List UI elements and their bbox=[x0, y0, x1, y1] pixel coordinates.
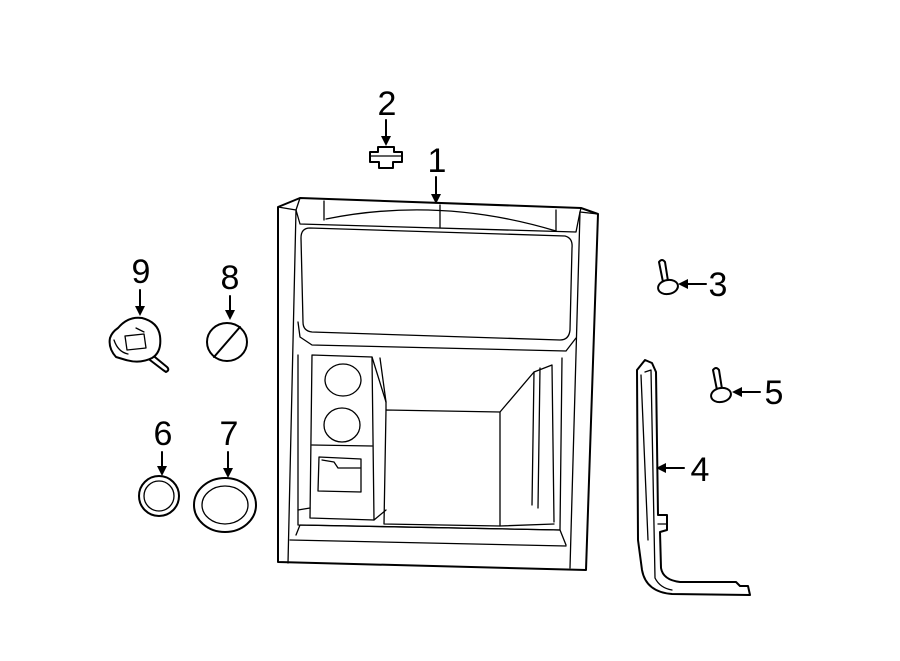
callout-6: 6 bbox=[154, 415, 173, 453]
console-panel-part bbox=[277, 176, 599, 571]
plug-part-6 bbox=[138, 451, 180, 517]
callout-2: 2 bbox=[378, 85, 397, 123]
screw-part-3 bbox=[657, 259, 707, 296]
callout-5: 5 bbox=[765, 374, 784, 412]
callout-3: 3 bbox=[709, 266, 728, 304]
callout-9: 9 bbox=[132, 253, 151, 291]
callout-1: 1 bbox=[428, 142, 447, 180]
clip-part bbox=[369, 119, 403, 169]
plug-part-7 bbox=[193, 451, 257, 533]
bracket-part bbox=[636, 359, 751, 596]
plug-part-8 bbox=[206, 295, 248, 362]
callout-7: 7 bbox=[220, 415, 239, 453]
harness-clip-part bbox=[108, 289, 170, 373]
screw-part-5 bbox=[710, 367, 761, 404]
callout-4: 4 bbox=[691, 451, 710, 489]
callout-8: 8 bbox=[221, 259, 240, 297]
